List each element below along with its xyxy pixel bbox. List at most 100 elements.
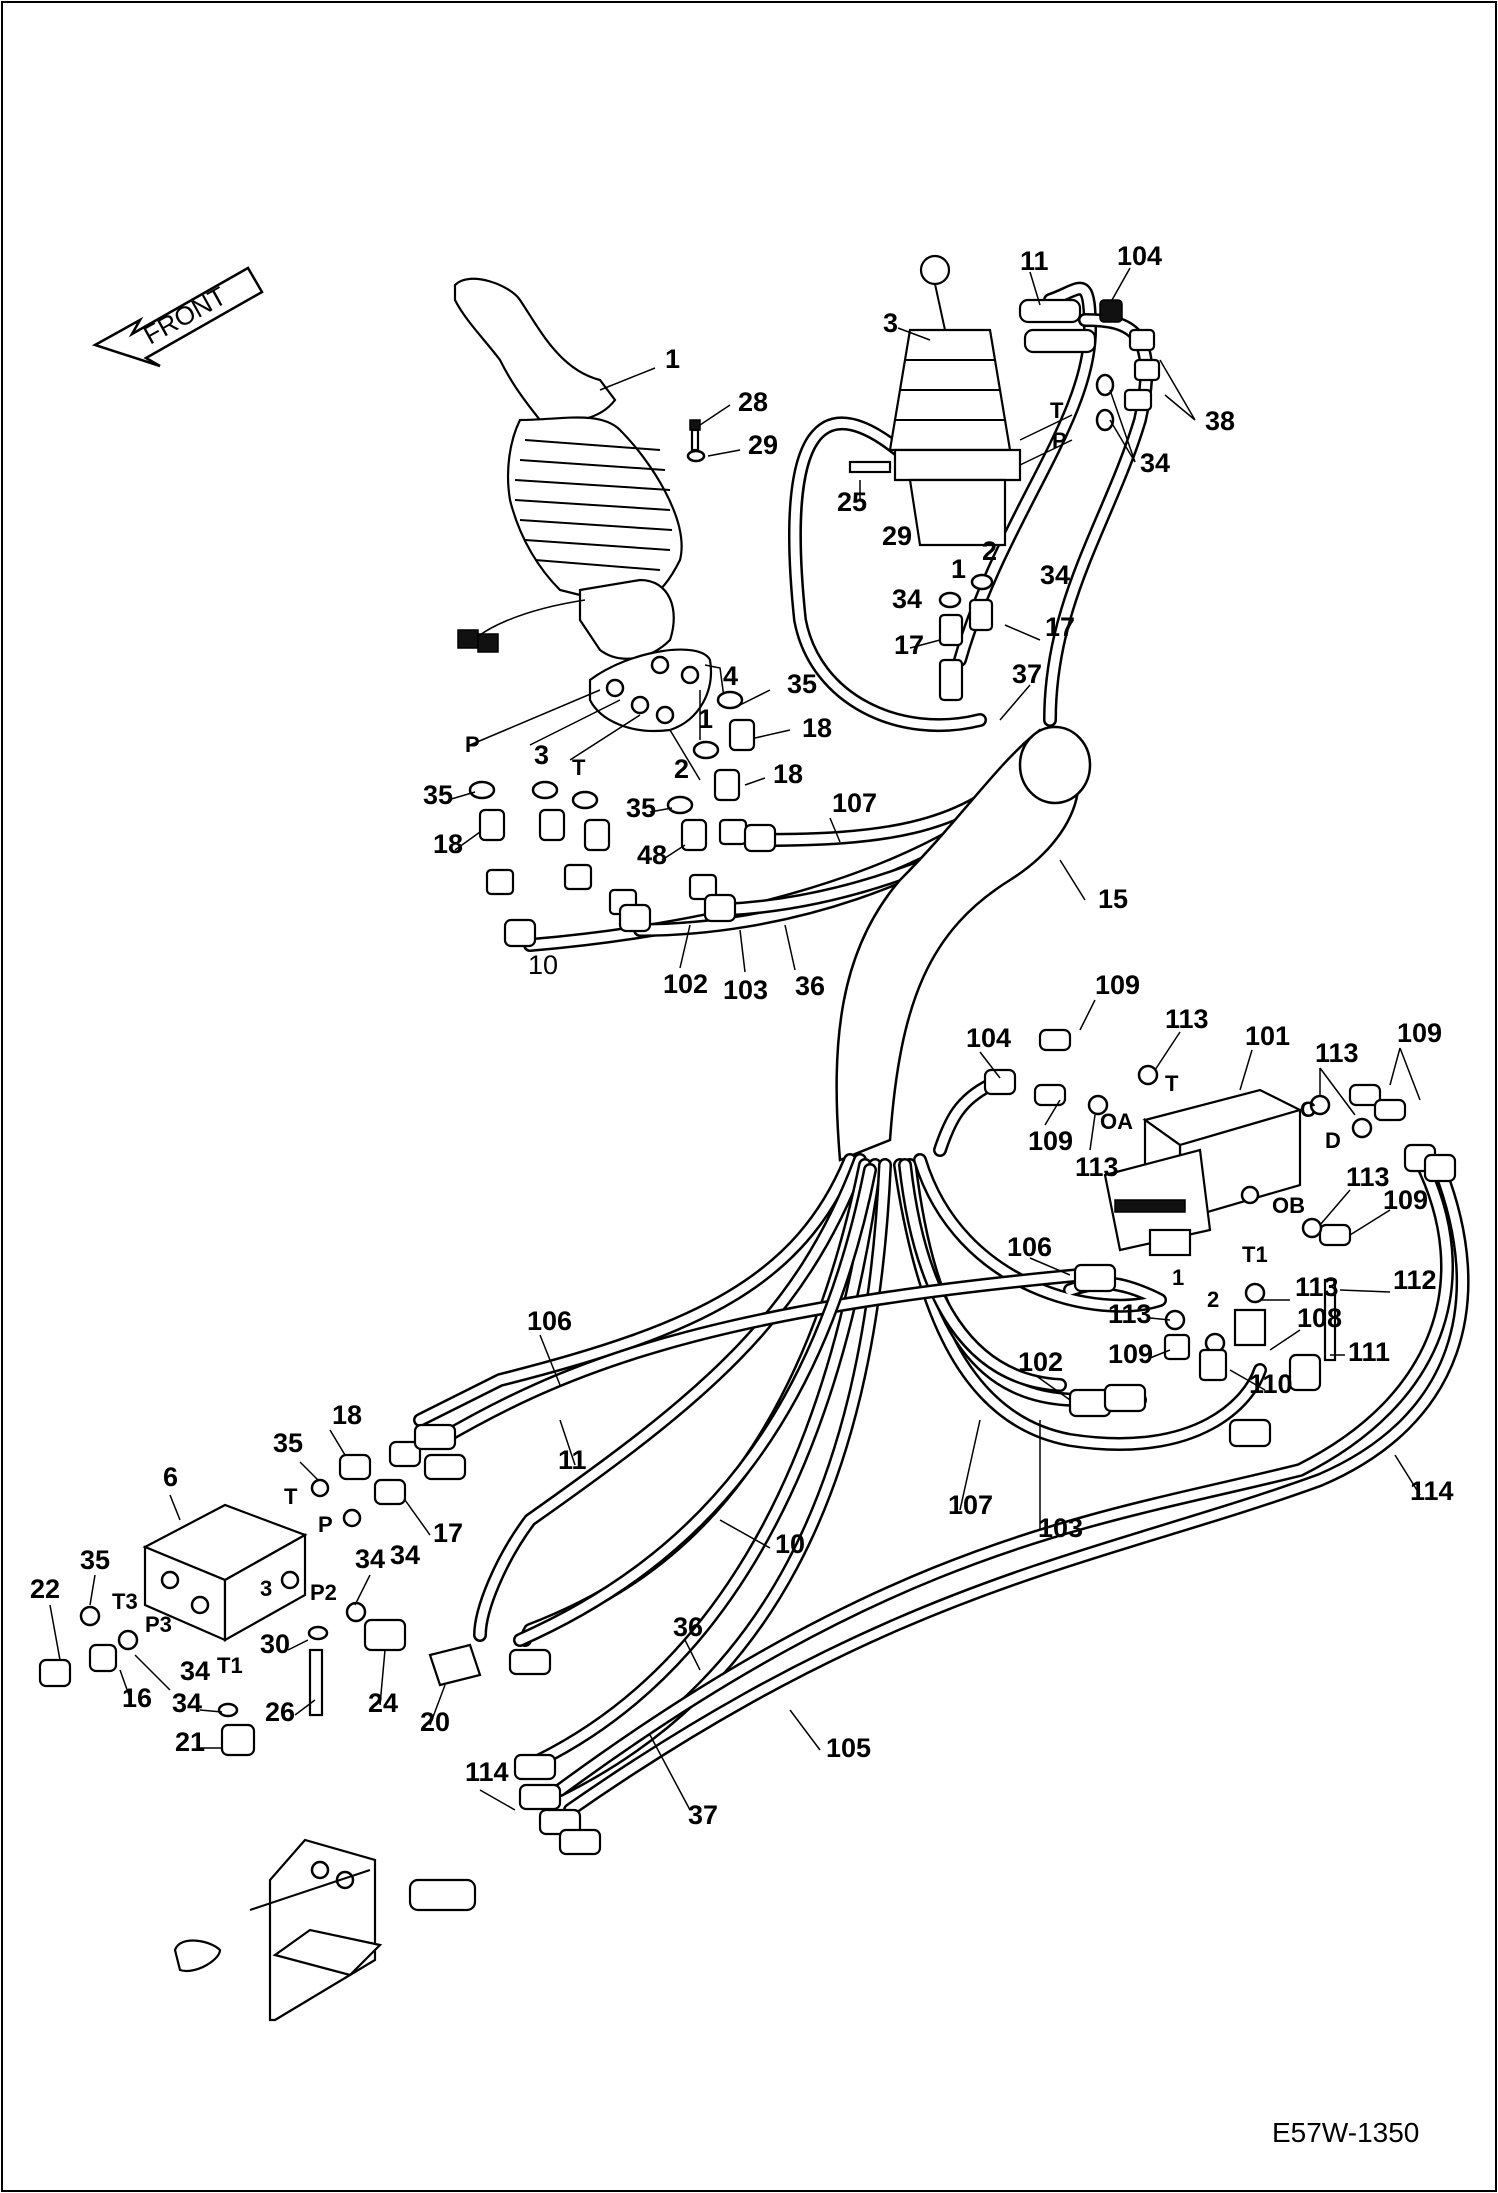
part-label: 3 bbox=[883, 308, 898, 338]
drawing-code: E57W-1350 bbox=[1272, 2117, 1419, 2148]
tee-fitting-108 bbox=[1198, 1278, 1337, 1392]
part-label: 26 bbox=[265, 1697, 295, 1727]
part-label: 18 bbox=[433, 829, 463, 859]
part-label: 36 bbox=[795, 971, 825, 1001]
part-label: 3 bbox=[534, 740, 549, 770]
part-label: 10 bbox=[775, 1529, 805, 1559]
part-label: 104 bbox=[966, 1023, 1011, 1053]
part-label: 34 bbox=[892, 584, 922, 614]
port-label: T1 bbox=[1242, 1242, 1268, 1267]
part-label: 38 bbox=[1205, 406, 1235, 436]
part-label: 30 bbox=[260, 1629, 290, 1659]
part-label: 10 bbox=[528, 950, 558, 980]
fittings-38 bbox=[1095, 299, 1161, 432]
port-label: T3 bbox=[112, 1589, 138, 1614]
part-label: 2 bbox=[982, 536, 997, 566]
port-label: T bbox=[572, 755, 586, 780]
port-label: T bbox=[1165, 1071, 1179, 1096]
o-rings-113 bbox=[1087, 1064, 1373, 1354]
part-label: 18 bbox=[773, 759, 803, 789]
part-label: 106 bbox=[1007, 1232, 1052, 1262]
part-label: 25 bbox=[837, 487, 867, 517]
part-label: 16 bbox=[122, 1683, 152, 1713]
part-label: 109 bbox=[1028, 1126, 1073, 1156]
port-label: P bbox=[1052, 428, 1067, 453]
part-label: 22 bbox=[30, 1574, 60, 1604]
port-label: 1 bbox=[1172, 1265, 1184, 1290]
port-label: T1 bbox=[217, 1653, 243, 1678]
port-label: P bbox=[318, 1512, 333, 1537]
part-label: 111 bbox=[1348, 1337, 1390, 1367]
part-label: 11 bbox=[1020, 246, 1049, 276]
part-label: 35 bbox=[626, 793, 656, 823]
part-label: 35 bbox=[273, 1428, 303, 1458]
part-label: 2 bbox=[674, 754, 689, 784]
part-label: 109 bbox=[1095, 970, 1140, 1000]
part-label: 24 bbox=[368, 1688, 398, 1718]
part-label: 34 bbox=[1140, 448, 1170, 478]
part-label: 113 bbox=[1108, 1299, 1152, 1329]
part-label: 1 bbox=[665, 344, 680, 374]
part-label: 11 bbox=[558, 1445, 587, 1475]
port-label: T bbox=[284, 1484, 298, 1509]
part-label: 17 bbox=[894, 630, 924, 660]
port-label: P bbox=[465, 732, 480, 757]
part-label: 112 bbox=[1393, 1265, 1437, 1295]
part-label: 48 bbox=[637, 840, 667, 870]
part-label: 1 bbox=[698, 704, 713, 734]
part-label: 4 bbox=[723, 661, 738, 691]
part-label: 36 bbox=[673, 1612, 703, 1642]
part-label: 34 bbox=[180, 1656, 210, 1686]
port-label: P2 bbox=[310, 1580, 337, 1605]
part-label: 113 bbox=[1165, 1004, 1209, 1034]
part-label: 103 bbox=[723, 975, 768, 1005]
part-label: 37 bbox=[1012, 659, 1042, 689]
joystick-base-plate bbox=[469, 648, 726, 781]
part-label: 17 bbox=[433, 1518, 463, 1548]
part-label: 109 bbox=[1108, 1339, 1153, 1369]
hose-bracket bbox=[173, 1838, 477, 2022]
part-label: 18 bbox=[332, 1400, 362, 1430]
part-label: 37 bbox=[688, 1800, 718, 1830]
part-label: 105 bbox=[826, 1733, 871, 1763]
fittings-17 bbox=[938, 573, 994, 702]
leader-lines bbox=[49, 267, 1421, 1811]
elbow-fittings-109 bbox=[1033, 1028, 1407, 1361]
port-label: P3 bbox=[145, 1612, 172, 1637]
joystick-handle bbox=[453, 277, 683, 660]
valve-block-6 bbox=[142, 1503, 308, 1642]
part-label: 109 bbox=[1383, 1185, 1428, 1215]
part-label: 17 bbox=[1045, 612, 1075, 642]
part-label: 110 bbox=[1249, 1369, 1293, 1399]
part-label: 34 bbox=[172, 1688, 202, 1718]
part-label: 106 bbox=[527, 1306, 572, 1336]
part-label: 113 bbox=[1315, 1038, 1359, 1068]
part-label: 1 bbox=[951, 554, 966, 584]
hose-end-fittings bbox=[413, 823, 1457, 1856]
port-label: D bbox=[1325, 1128, 1341, 1153]
part-label: 35 bbox=[423, 780, 453, 810]
part-label: 101 bbox=[1245, 1021, 1290, 1051]
part-label: 107 bbox=[832, 788, 877, 818]
part-label: 114 bbox=[1410, 1476, 1454, 1506]
part-label: 34 bbox=[1040, 560, 1070, 590]
part-label: 107 bbox=[948, 1490, 993, 1520]
part-label: 103 bbox=[1038, 1513, 1083, 1543]
solenoid-valve-101 bbox=[1103, 1088, 1304, 1257]
part-label: 18 bbox=[802, 713, 832, 743]
part-label: 20 bbox=[420, 1707, 450, 1737]
joystick-port-fittings bbox=[468, 690, 756, 916]
port-label: T bbox=[1050, 398, 1064, 423]
part-label: 6 bbox=[163, 1462, 178, 1492]
port-label: 2 bbox=[1207, 1287, 1219, 1312]
part-label: 113 bbox=[1295, 1272, 1339, 1302]
part-label: 28 bbox=[738, 387, 768, 417]
port-label: OA bbox=[1100, 1109, 1133, 1134]
control-valve-3 bbox=[848, 254, 1097, 547]
port-label: OB bbox=[1272, 1193, 1305, 1218]
part-label: 35 bbox=[787, 669, 817, 699]
part-label: 102 bbox=[663, 969, 708, 999]
